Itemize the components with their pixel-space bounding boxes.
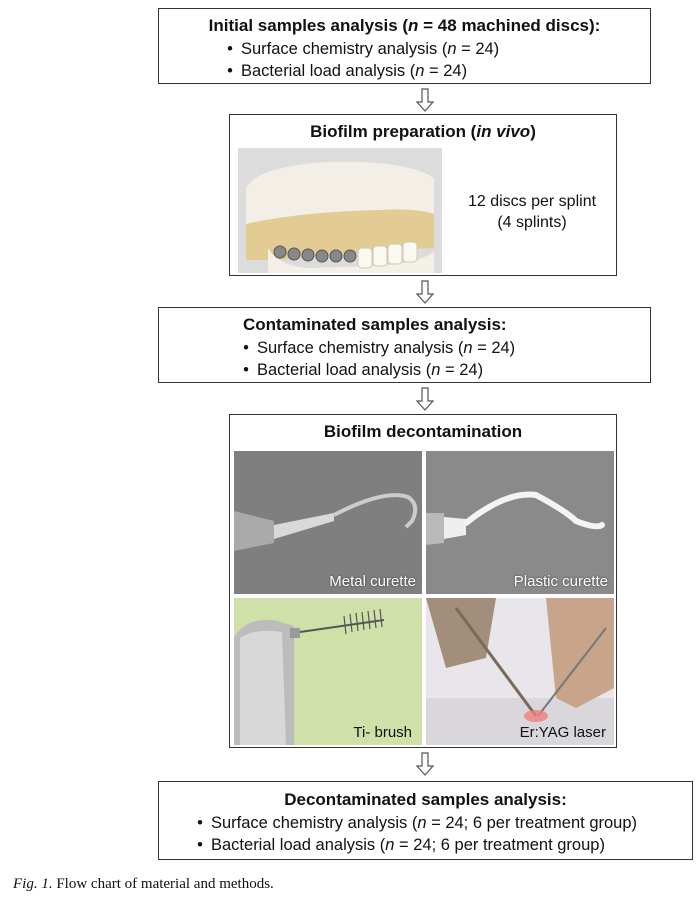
list-item: •Bacterial load analysis (n = 24; 6 per …	[197, 836, 605, 854]
plastic-curette-photo: Plastic curette	[426, 451, 614, 594]
ti-brush-label: Ti- brush	[353, 724, 412, 741]
er-yag-laser-photo: Er:YAG laser	[426, 598, 614, 745]
initial-bullet-list: •Surface chemistry analysis (n = 24) •Ba…	[219, 38, 650, 82]
list-item: •Surface chemistry analysis (n = 24)	[243, 339, 516, 357]
down-arrow-icon	[415, 88, 435, 112]
down-arrow-icon	[415, 752, 435, 776]
decontaminated-samples-box: Decontaminated samples analysis: •Surfac…	[158, 781, 693, 860]
down-arrow-icon	[415, 280, 435, 304]
metal-curette-photo: Metal curette	[234, 451, 422, 594]
er-yag-laser-label: Er:YAG laser	[519, 724, 606, 741]
plastic-curette-label: Plastic curette	[513, 573, 608, 590]
metal-curette-label: Metal curette	[329, 573, 416, 590]
list-item: •Bacterial load analysis (n = 24)	[227, 62, 468, 80]
ti-brush-photo: Ti- brush	[234, 598, 422, 745]
caption-text: Flow chart of material and methods.	[56, 876, 274, 892]
biofilm-preparation-box: Biofilm preparation (in vivo) 12 discs p…	[229, 114, 617, 276]
decontaminated-bullet-list: •Surface chemistry analysis (n = 24; 6 p…	[189, 812, 692, 856]
biofilm-preparation-title: Biofilm preparation (in vivo)	[310, 122, 536, 141]
initial-samples-title: Initial samples analysis (n = 48 machine…	[208, 16, 601, 35]
contaminated-bullet-list: •Surface chemistry analysis (n = 24) •Ba…	[235, 337, 650, 381]
list-item: •Bacterial load analysis (n = 24)	[243, 361, 484, 379]
list-item: •Surface chemistry analysis (n = 24)	[227, 40, 500, 58]
initial-samples-box: Initial samples analysis (n = 48 machine…	[158, 8, 651, 84]
figure-caption: Fig. 1. Flow chart of material and metho…	[13, 876, 274, 893]
figure-number: Fig. 1.	[13, 876, 53, 892]
splint-description: 12 discs per splint (4 splints)	[467, 193, 597, 231]
decontaminated-samples-title: Decontaminated samples analysis:	[284, 790, 567, 809]
list-item: •Surface chemistry analysis (n = 24; 6 p…	[197, 814, 638, 832]
biofilm-decontamination-box: Biofilm decontamination Metal curette Pl…	[229, 414, 617, 748]
splint-photo	[238, 148, 442, 273]
contaminated-samples-title: Contaminated samples analysis:	[243, 315, 507, 334]
biofilm-decontamination-title: Biofilm decontamination	[323, 422, 523, 441]
contaminated-samples-box: Contaminated samples analysis: •Surface …	[158, 307, 651, 383]
down-arrow-icon	[415, 387, 435, 411]
